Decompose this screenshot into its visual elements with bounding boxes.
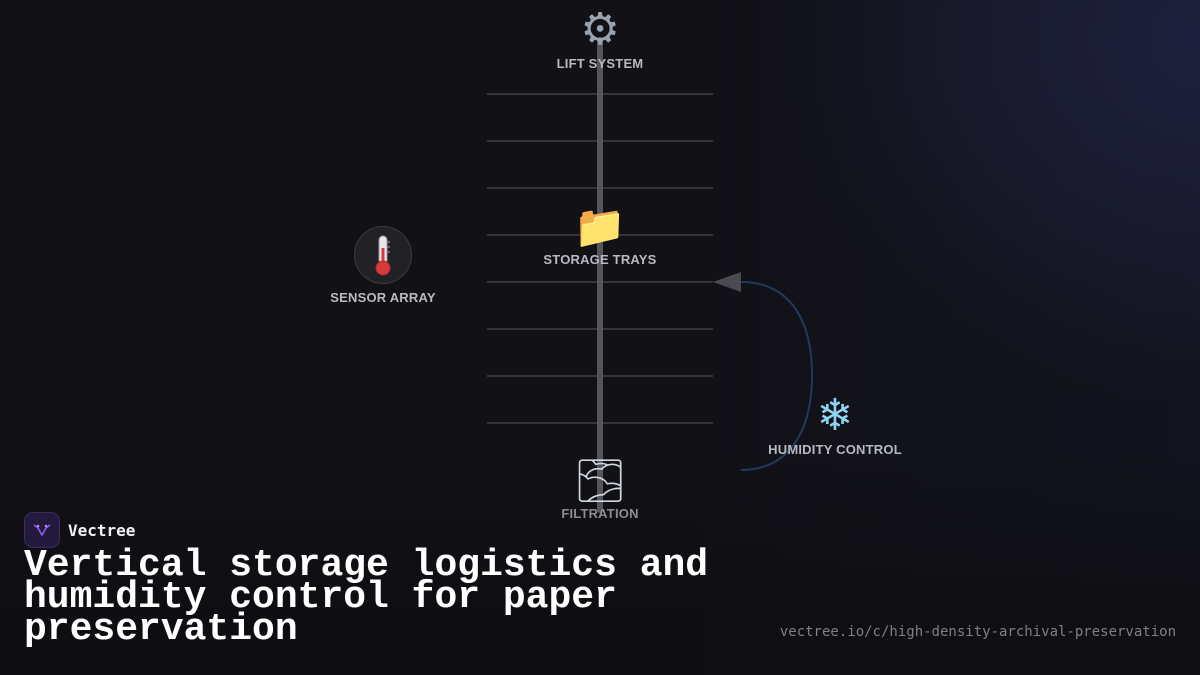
vectree-logo-icon — [24, 512, 60, 548]
humidity-control-label: HUMIDITY CONTROL — [768, 442, 902, 457]
feedback-arrowhead — [713, 272, 741, 292]
snowflake-icon: ❄ — [816, 390, 854, 441]
storage-trays-node: 📁 STORAGE TRAYS — [530, 202, 670, 268]
gear-icon: ⚙ — [580, 4, 620, 55]
brand[interactable]: Vectree — [24, 512, 135, 548]
filtration-node: 🌫 FILTRATION — [540, 456, 660, 522]
fog-icon: 🌫 — [573, 456, 627, 505]
filtration-label: FILTRATION — [561, 506, 639, 521]
thermometer-icon — [375, 235, 391, 276]
humidity-control-node: ❄ HUMIDITY CONTROL — [760, 390, 910, 458]
lift-system-node: ⚙ LIFT SYSTEM — [540, 4, 660, 72]
sensor-array-node: SENSOR ARRAY — [313, 226, 453, 305]
lift-system-label: LIFT SYSTEM — [556, 56, 644, 71]
sensor-array-label: SENSOR ARRAY — [330, 290, 436, 305]
brand-name: Vectree — [68, 520, 136, 540]
humidity-feedback-curve — [740, 281, 814, 471]
page-title: Vertical storage logistics and humidity … — [24, 544, 709, 651]
folder-icon: 📁 — [573, 202, 627, 251]
sensor-icon-circle — [354, 226, 412, 284]
storage-trays-label: STORAGE TRAYS — [543, 252, 657, 267]
source-url[interactable]: vectree.io/c/high-density-archival-prese… — [779, 624, 1176, 640]
